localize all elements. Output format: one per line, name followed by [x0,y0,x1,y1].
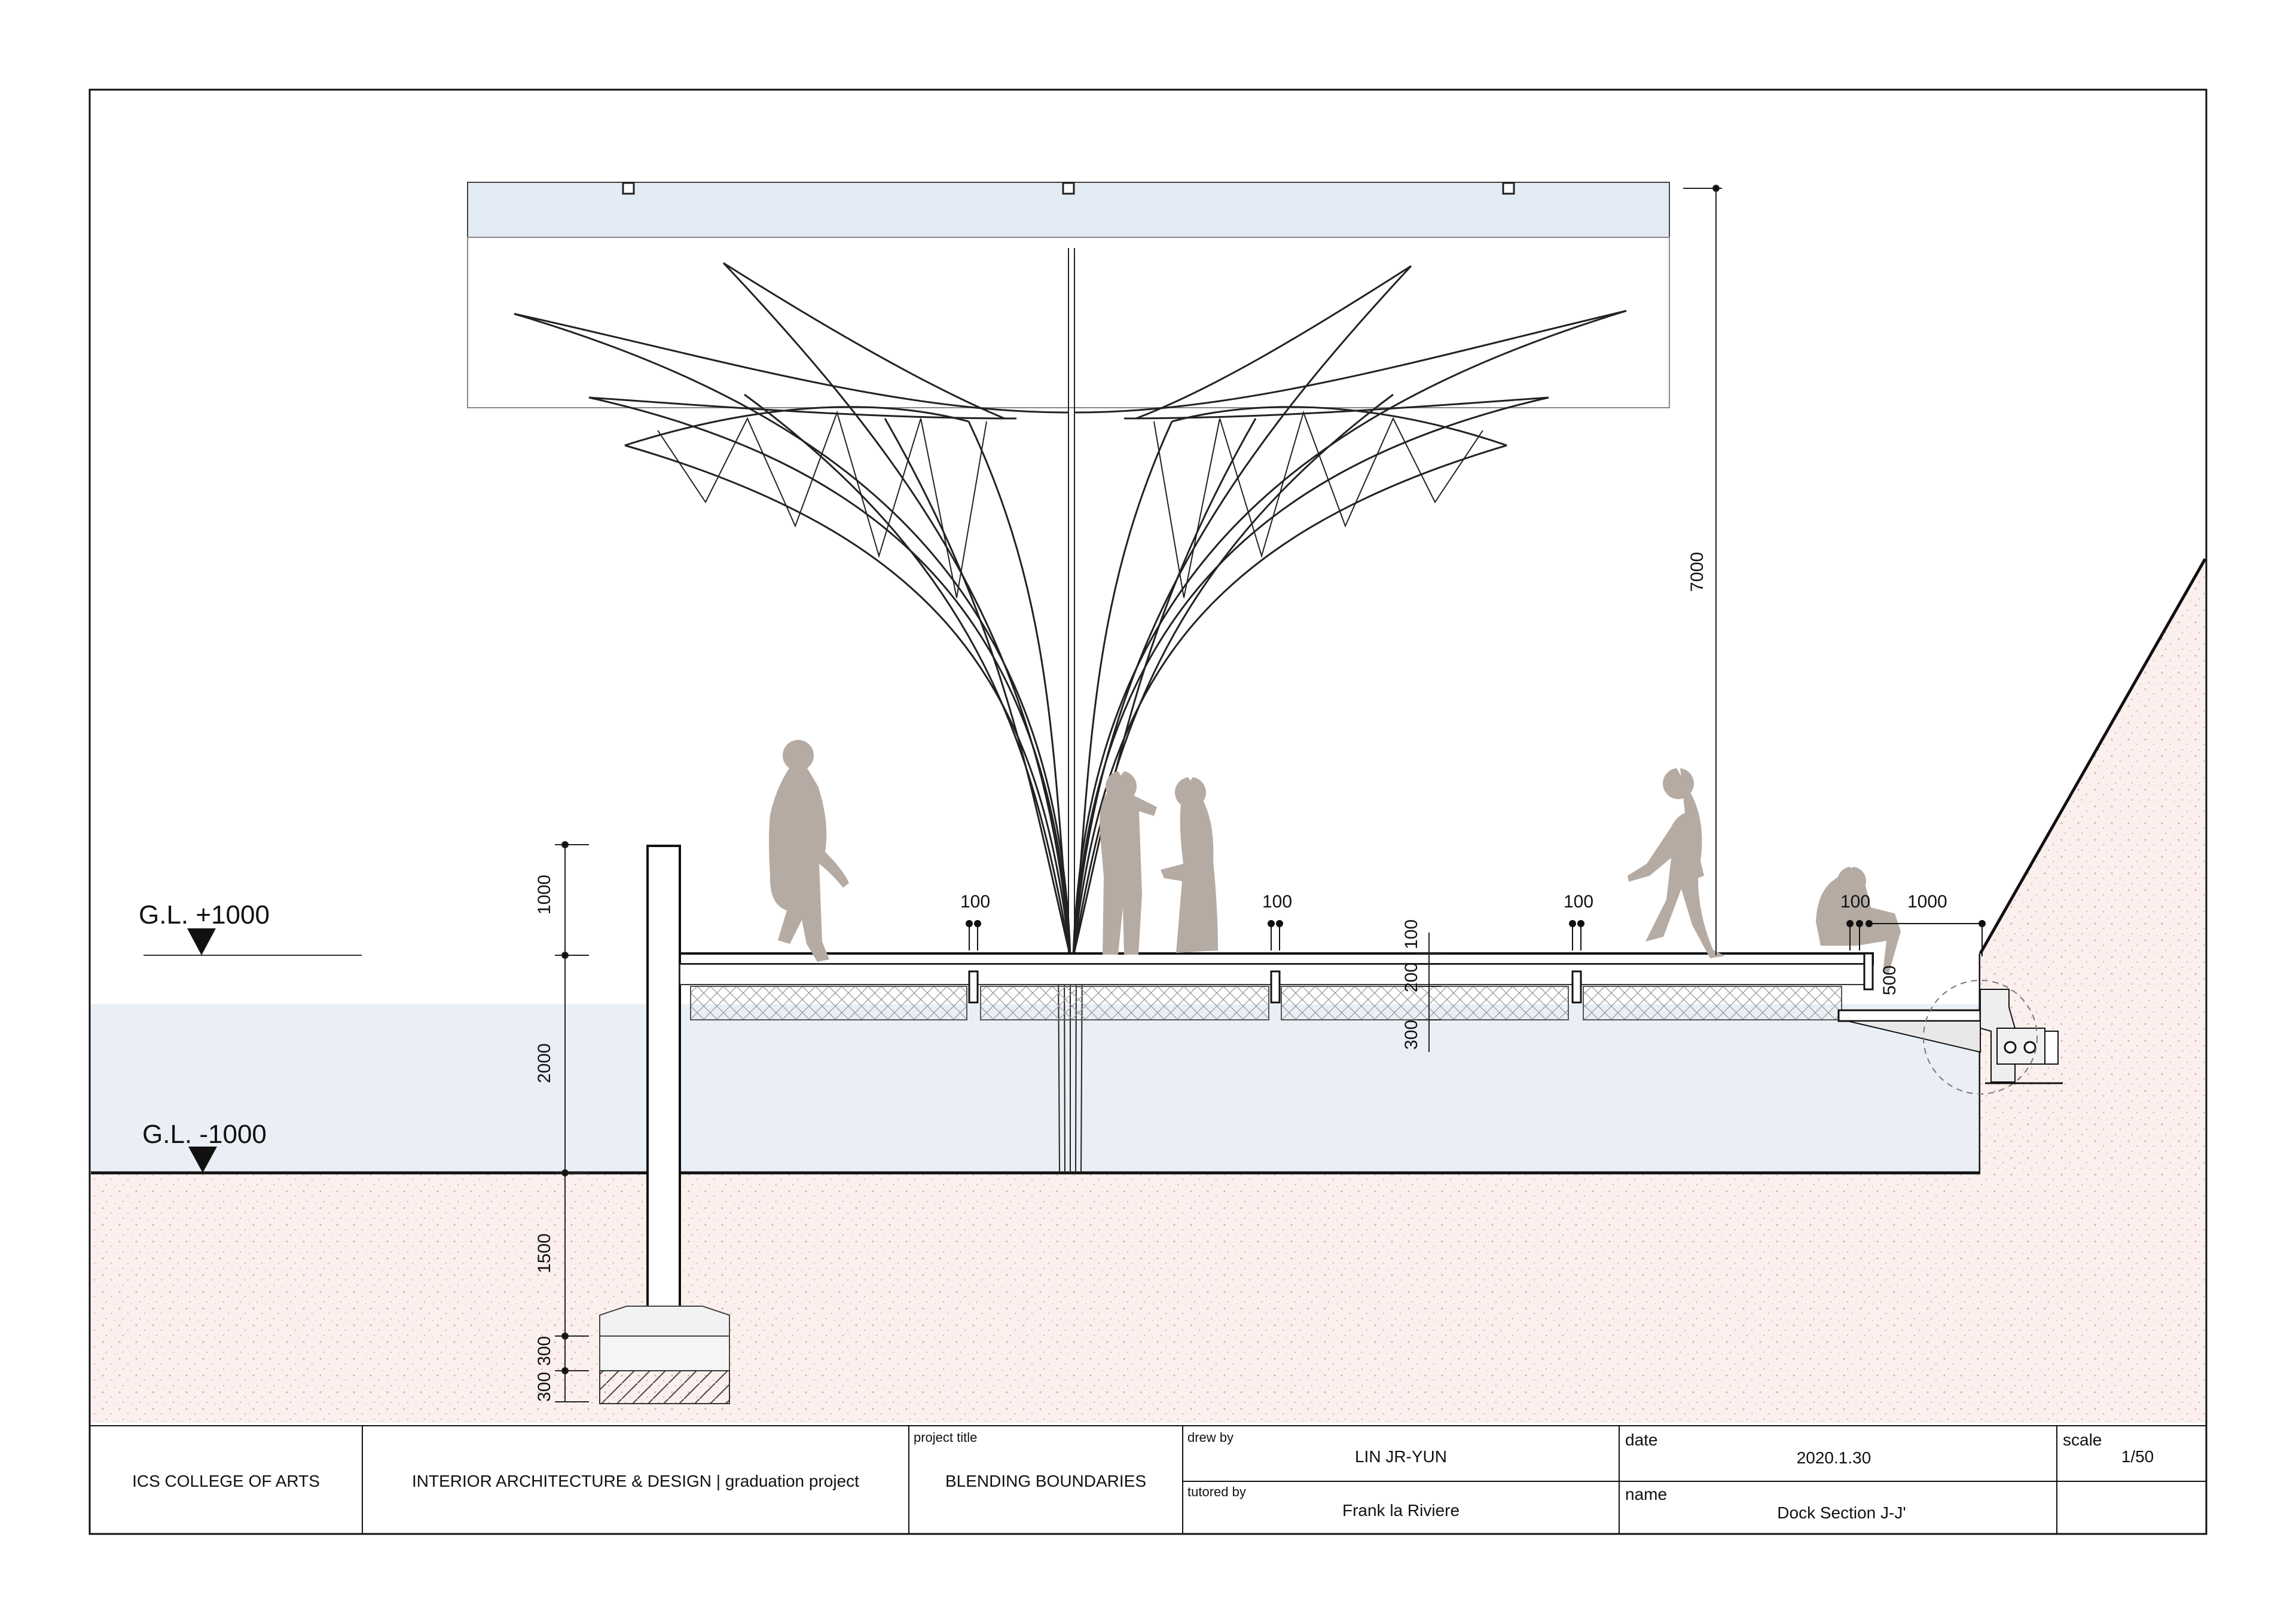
tb-date-label: date [1625,1431,1658,1449]
level-label-upper: G.L. +1000 [139,900,270,930]
deck-pontoon-4 [1583,986,1842,1020]
canopy-rib [1072,396,1549,957]
canopy-arc [723,262,1005,420]
gap-dimension-marks [966,920,1986,956]
canopy-lattice [657,410,987,598]
title-block [90,1425,2206,1534]
canopy-rib [624,444,1071,957]
canopy-rib [967,421,1071,957]
deck-joint-clip [1571,970,1582,1004]
tb-program: INTERIOR ARCHITECTURE & DESIGN | graduat… [412,1472,859,1490]
canopy-arc [624,406,969,447]
canopy-rib [1072,421,1173,957]
pile-footing [599,1306,730,1337]
embankment-texture [1980,559,2205,1175]
roof-clip-left [622,182,635,195]
tb-drew-by: LIN JR-YUN [1355,1447,1447,1466]
roof-clip-center [1062,182,1075,195]
deck-joint-clip [968,970,979,1004]
canopy-arc [1135,265,1412,420]
canopy-rib [588,396,1071,957]
dim-gap-4: 100 [1840,892,1870,912]
canopy-lattice [1153,410,1483,598]
dim-gap-1: 100 [960,892,990,912]
dim-total-height: 7000 [1687,552,1707,592]
deck-pontoon-2 [980,986,1269,1020]
dim-deck-mid: 200 [1402,962,1421,992]
dim-rail-height: 1000 [535,875,554,915]
canopy-rib [1072,393,1394,957]
dim-footing-b: 300 [535,1372,554,1402]
soil-texture [91,1175,2205,1423]
canopy-structure [467,182,1670,957]
figure-seated-person [1816,867,1901,973]
figure-walking-man [1628,768,1725,958]
tb-tutored-by-label: tutored by [1187,1484,1246,1499]
dim-deck-bottom: 300 [1402,1020,1421,1050]
figure-woman-center [1161,777,1218,953]
dim-deck-top: 100 [1402,919,1421,949]
tb-date: 2020.1.30 [1797,1448,1871,1467]
canopy-arc [514,313,1069,414]
dim-gap-2: 100 [1262,892,1292,912]
tb-project-title-label: project title [914,1430,977,1445]
deck-end-post [1863,952,1874,991]
tb-tutored-by: Frank la Riviere [1342,1501,1460,1520]
tb-scale-label: scale [2063,1431,2102,1449]
dim-footing-a: 300 [535,1336,554,1366]
pile-foundation [599,1370,730,1404]
level-marker-lower: G.L. -1000 [142,1120,267,1173]
level-marker-upper: G.L. +1000 [139,900,362,956]
tb-drew-by-label: drew by [1187,1430,1234,1445]
pile-footing-cap [599,1335,730,1371]
canopy-arc [1171,406,1507,447]
dim-gap-3: 100 [1564,892,1593,912]
deck-joint-clip [1270,970,1281,1004]
edge-bracket-detail [1837,980,2063,1095]
tb-school: ICS COLLEGE OF ARTS [132,1472,320,1490]
pile-post [646,845,681,1337]
tb-name: Dock Section J-J' [1777,1503,1906,1522]
canopy-rib [884,418,1071,957]
human-figures [769,739,1901,973]
canopy-rib [514,313,1071,957]
dock-deck [679,952,1874,1020]
left-dimension-chain [555,841,589,1402]
level-label-lower: G.L. -1000 [142,1120,267,1149]
canopy-rib [1072,418,1257,957]
figure-woman-left [769,739,849,962]
tb-scale: 1/50 [2121,1447,2154,1466]
dim-bench-height: 500 [1880,965,1900,995]
canopy-rib [1072,310,1627,957]
tb-name-label: name [1625,1485,1667,1503]
dim-water-depth: 2000 [535,1043,554,1083]
tb-project-title: BLENDING BOUNDARIES [945,1472,1146,1490]
dim-edge-offset: 1000 [1907,892,1947,912]
height-dimension [1683,185,1722,955]
deck-pontoon-3 [1281,986,1569,1020]
water-body [91,1004,1980,1173]
canopy-arc [1074,310,1627,414]
roof-clip-right [1502,182,1515,195]
embankment-edge [1979,558,2207,955]
dim-pile-embed: 1500 [535,1233,554,1273]
figure-man-center [1100,771,1157,955]
deck-top-slab [679,952,1874,965]
deck-dimension-chain [1417,933,1441,1052]
canopy-rib [1072,444,1507,957]
deck-pontoon-1 [690,986,967,1020]
canopy-rib [744,393,1071,957]
